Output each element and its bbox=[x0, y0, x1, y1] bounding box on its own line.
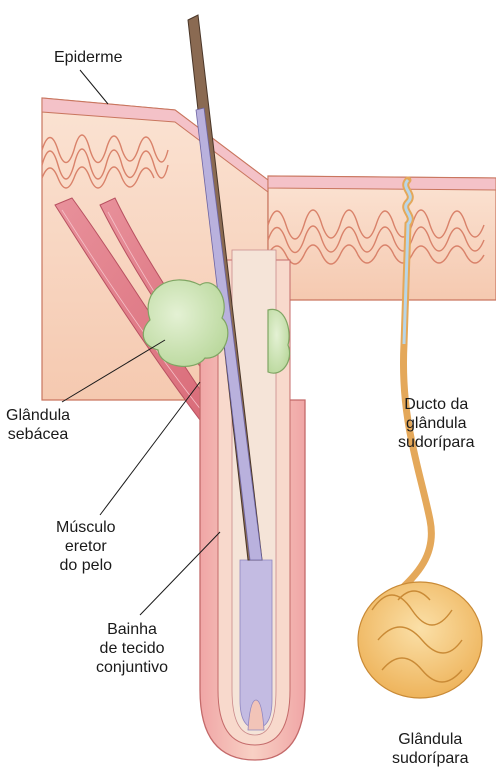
leader-musculo bbox=[100, 382, 200, 515]
label-epiderme: Epiderme bbox=[54, 48, 122, 67]
label-musculo: Músculo eretor do pelo bbox=[56, 518, 116, 575]
leader-epiderme bbox=[80, 70, 108, 104]
label-ducto: Ducto da glândula sudorípara bbox=[398, 395, 475, 452]
skin-block-right bbox=[268, 176, 496, 300]
sweat-gland bbox=[358, 582, 482, 698]
label-sebacea: Glândula sebácea bbox=[6, 406, 70, 444]
label-sudoripara: Glândula sudorípara bbox=[392, 730, 469, 768]
label-bainha: Bainha de tecido conjuntivo bbox=[96, 620, 168, 677]
